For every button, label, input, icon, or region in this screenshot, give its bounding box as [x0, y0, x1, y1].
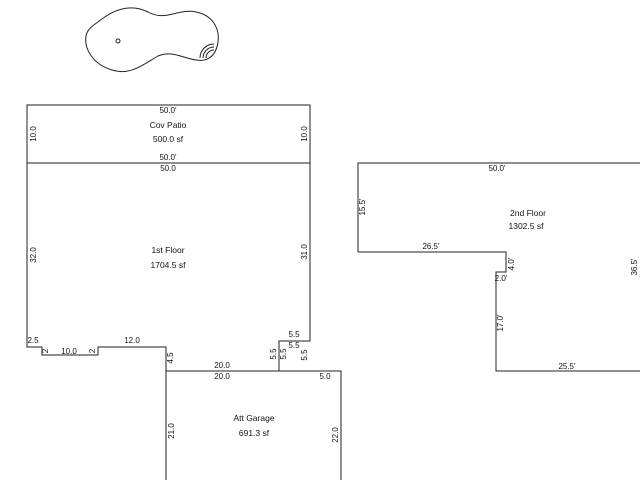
garage-right-dim: 22.0 [331, 427, 340, 443]
pool-steps-icon [199, 43, 215, 59]
covered-patio: 50.0' Cov Patio 500.0 sf 10.0 10.0 50.0' [26, 104, 311, 164]
first-floor-step-b-dim: 2 [88, 348, 97, 353]
second-floor-outline [357, 162, 640, 372]
pool-steps-icon [202, 46, 215, 59]
garage-corner-dim: 5.0 [319, 372, 331, 381]
first-floor-jog-b-dim: 5.5 [288, 341, 300, 350]
first-floor-notch-width-dim: 10.0 [61, 347, 77, 356]
first-floor-outline [26, 162, 311, 372]
second-floor-label: 2nd Floor [510, 208, 546, 218]
pool-steps-icon [205, 49, 215, 59]
patio-left-dim: 10.0 [29, 126, 38, 142]
garage-label: Att Garage [233, 413, 274, 423]
second-floor-area: 1302.5 sf [509, 221, 545, 231]
patio-top-dim: 50.0' [159, 106, 177, 115]
garage-top-dim: 20.0 [214, 372, 230, 381]
first-floor-jog-a-dim: 5.5 [288, 330, 300, 339]
second-floor-left-dim: 15.5' [358, 198, 367, 216]
second-floor-top-dim: 50.0' [488, 164, 506, 173]
attached-garage: 20.0 5.0 Att Garage 691.3 sf 21.0 22.0 [165, 370, 342, 480]
first-floor-label: 1st Floor [151, 245, 184, 255]
second-floor: 50.0' 15.5' 2nd Floor 1302.5 sf 26.5' 4.… [357, 162, 640, 372]
garage-left-dim: 21.0 [167, 423, 176, 439]
first-floor-drop-dim: 4.5 [166, 352, 175, 364]
first-floor-right-dim: 31.0 [300, 244, 309, 260]
second-floor-lower-left-dim: 17.0' [496, 314, 505, 332]
garage-outline [165, 370, 342, 480]
pool-outline [85, 7, 219, 72]
first-floor-left-dim: 32.0 [29, 247, 38, 263]
first-floor-step-left-dim: 2.5 [27, 336, 39, 345]
first-floor-area: 1704.5 sf [151, 260, 187, 270]
first-floor-jog-e-dim: 5.5 [300, 349, 309, 361]
second-floor-step-h-dim: 2.0' [495, 274, 508, 283]
patio-right-dim: 10.0 [300, 126, 309, 142]
first-floor-garage-top-dim: 20.0 [214, 361, 230, 370]
patio-label: Cov Patio [150, 120, 187, 130]
first-floor-top-dim: 50.0 [160, 164, 176, 173]
first-floor-step-a-dim: 2 [41, 348, 50, 353]
first-floor-jog-d-dim: 5.5 [279, 348, 288, 360]
patio-area: 500.0 sf [153, 134, 184, 144]
first-floor-run-dim: 12.0 [124, 336, 140, 345]
second-floor-step-v-dim: 4.0' [507, 257, 516, 270]
garage-area: 691.3 sf [239, 428, 270, 438]
pool [85, 7, 219, 72]
first-floor-jog-c-dim: 5.5 [269, 348, 278, 360]
patio-bottom-dim: 50.0' [159, 153, 177, 162]
second-floor-bottom-dim: 25.5' [558, 362, 576, 371]
second-floor-ledge-dim: 26.5' [422, 242, 440, 251]
second-floor-right-dim: 36.5' [630, 258, 639, 276]
first-floor: 50.0 1st Floor 1704.5 sf 32.0 31.0 2.5 2… [26, 162, 311, 372]
pool-drain-icon [115, 38, 121, 44]
